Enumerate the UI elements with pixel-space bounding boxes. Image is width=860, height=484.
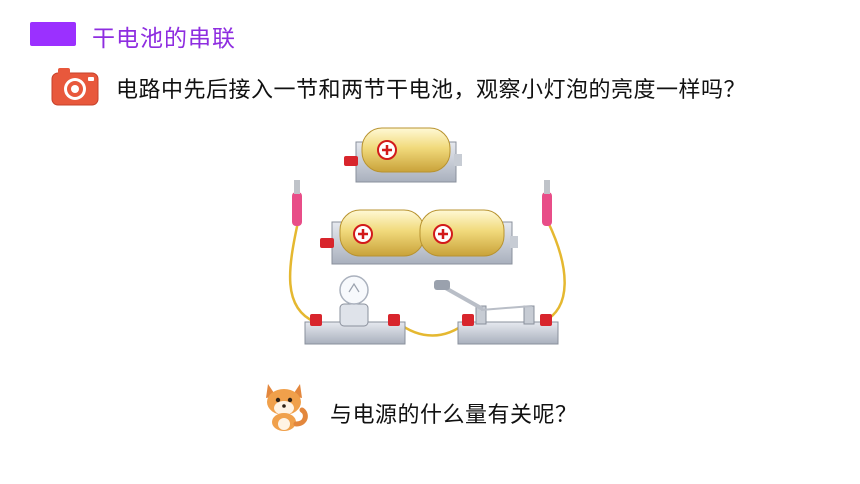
fox-icon [266, 384, 308, 431]
wire-left [288, 221, 316, 324]
hint-question: 与电源的什么量有关呢？ [330, 403, 578, 428]
single-battery [344, 127, 462, 183]
double-battery [320, 209, 518, 265]
circuit-illustration [288, 127, 566, 345]
question-text: 电路中先后接入一节和两节干电池，观察小灯泡的亮度一样吗？ [116, 78, 747, 103]
page-title: 干电池的串联 [92, 26, 236, 52]
switch-board [434, 280, 559, 345]
probe-left [292, 180, 302, 226]
camera-icon [51, 68, 99, 106]
wire-middle [396, 321, 468, 337]
bulb-board [304, 275, 406, 345]
probe-right [542, 180, 552, 226]
wire-right [542, 221, 566, 324]
title-accent-bar [30, 22, 76, 46]
